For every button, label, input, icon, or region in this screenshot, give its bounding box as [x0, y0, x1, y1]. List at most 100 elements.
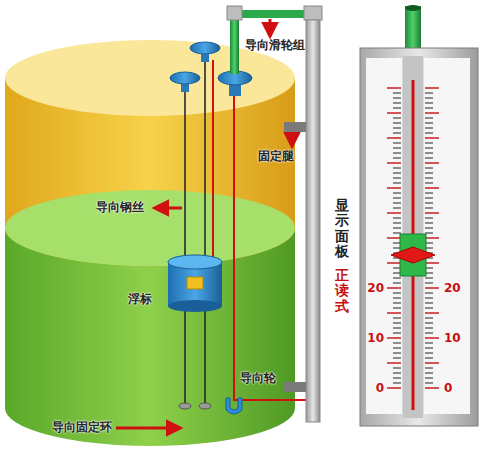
scale-tick: [393, 168, 401, 169]
pipe: [236, 10, 312, 18]
scale-tick: [387, 162, 401, 163]
scale-tick: [425, 137, 439, 138]
tank-liquid: [5, 78, 295, 446]
scale-tick: [387, 287, 401, 288]
scale-tick: [425, 133, 433, 134]
part-label: 固定腿: [258, 149, 294, 163]
scale-tick: [393, 283, 401, 284]
scale-tick: [393, 143, 401, 144]
scale-number: 10: [367, 331, 384, 345]
scale-tick: [425, 373, 433, 374]
scale-tick: [393, 318, 401, 319]
scale-tick: [425, 318, 433, 319]
indicator-diamond: [391, 247, 435, 263]
scale-tick: [393, 383, 401, 384]
pulley: [190, 42, 220, 54]
scale-tick: [387, 387, 401, 388]
part-label: 导向固定环: [52, 420, 112, 434]
scale-tick: [393, 153, 401, 154]
guide-wire: [204, 50, 206, 405]
scale-tick: [393, 118, 401, 119]
scale-tick: [425, 358, 433, 359]
scale-tick: [425, 308, 433, 309]
scale-tick: [425, 187, 439, 188]
scale-tick: [425, 312, 439, 313]
scale-tick: [393, 128, 401, 129]
scale-tick: [387, 137, 401, 138]
scale-tick: [393, 278, 401, 279]
scale-tick: [393, 348, 401, 349]
scale-tick: [393, 233, 401, 234]
scale-tick: [425, 123, 433, 124]
scale-number: 20: [444, 281, 461, 295]
pointer-arrow: [116, 427, 180, 430]
scale-tick: [393, 368, 401, 369]
scale-tick: [425, 173, 433, 174]
scale-tick: [387, 337, 401, 338]
part-label: 浮标: [128, 292, 152, 306]
scale-tick: [425, 323, 433, 324]
scale-tick: [425, 278, 433, 279]
scale-tick: [425, 203, 433, 204]
scale-tick: [393, 203, 401, 204]
scale-tick: [393, 103, 401, 104]
pipe-elbow: [227, 6, 242, 20]
scale-tick: [425, 228, 433, 229]
scale-strip: [366, 58, 402, 414]
scale-tick: [425, 158, 433, 159]
scale-tick: [393, 223, 401, 224]
scale-tick: [393, 93, 401, 94]
scale-tick: [425, 387, 439, 388]
scale-tick: [393, 158, 401, 159]
scale-tick: [387, 212, 401, 213]
scale-tick: [425, 328, 433, 329]
scale-tick: [425, 283, 433, 284]
float: [168, 255, 222, 269]
scale-tick: [425, 348, 433, 349]
scale-tick: [393, 308, 401, 309]
scale-tick: [425, 87, 439, 88]
float-magnet: [187, 277, 203, 289]
scale-tick: [393, 343, 401, 344]
scale-tick: [425, 112, 439, 113]
float: [168, 300, 222, 312]
scale-tick: [393, 303, 401, 304]
liquid-surface: [5, 190, 295, 266]
scale-tick: [393, 133, 401, 134]
part-label: 导向轮: [240, 371, 276, 385]
float-wire: [213, 60, 306, 400]
scale-tick: [387, 187, 401, 188]
scale-number: 0: [376, 381, 384, 395]
scale-tick: [393, 358, 401, 359]
scale-tick: [425, 108, 433, 109]
scale-tick: [425, 198, 433, 199]
scale-tick: [425, 287, 439, 288]
scale-tick: [425, 333, 433, 334]
scale-tick: [387, 262, 401, 263]
scale-tick: [425, 148, 433, 149]
scale-tick: [425, 378, 433, 379]
scale-tick: [393, 293, 401, 294]
pointer-arrow: [291, 133, 294, 146]
scale-tick: [393, 108, 401, 109]
scale-tick: [387, 112, 401, 113]
scale-tick: [425, 93, 433, 94]
scale-tick: [425, 128, 433, 129]
scale-number: 10: [444, 331, 461, 345]
pulley: [170, 72, 200, 84]
scale-tick: [425, 343, 433, 344]
scale-tick: [425, 262, 439, 263]
scale-tick: [425, 353, 433, 354]
pointer-arrow: [155, 207, 182, 210]
fixed-ring: [199, 403, 211, 409]
scale-tick: [393, 298, 401, 299]
panel-mode: 正读式: [335, 268, 349, 314]
scale-tick: [425, 193, 433, 194]
scale-tick: [393, 148, 401, 149]
pipe: [230, 12, 239, 74]
scale-tick: [425, 153, 433, 154]
scale-tick: [425, 143, 433, 144]
scale-tick: [425, 183, 433, 184]
display-panel: [360, 48, 478, 426]
fixed-leg: [284, 382, 306, 392]
